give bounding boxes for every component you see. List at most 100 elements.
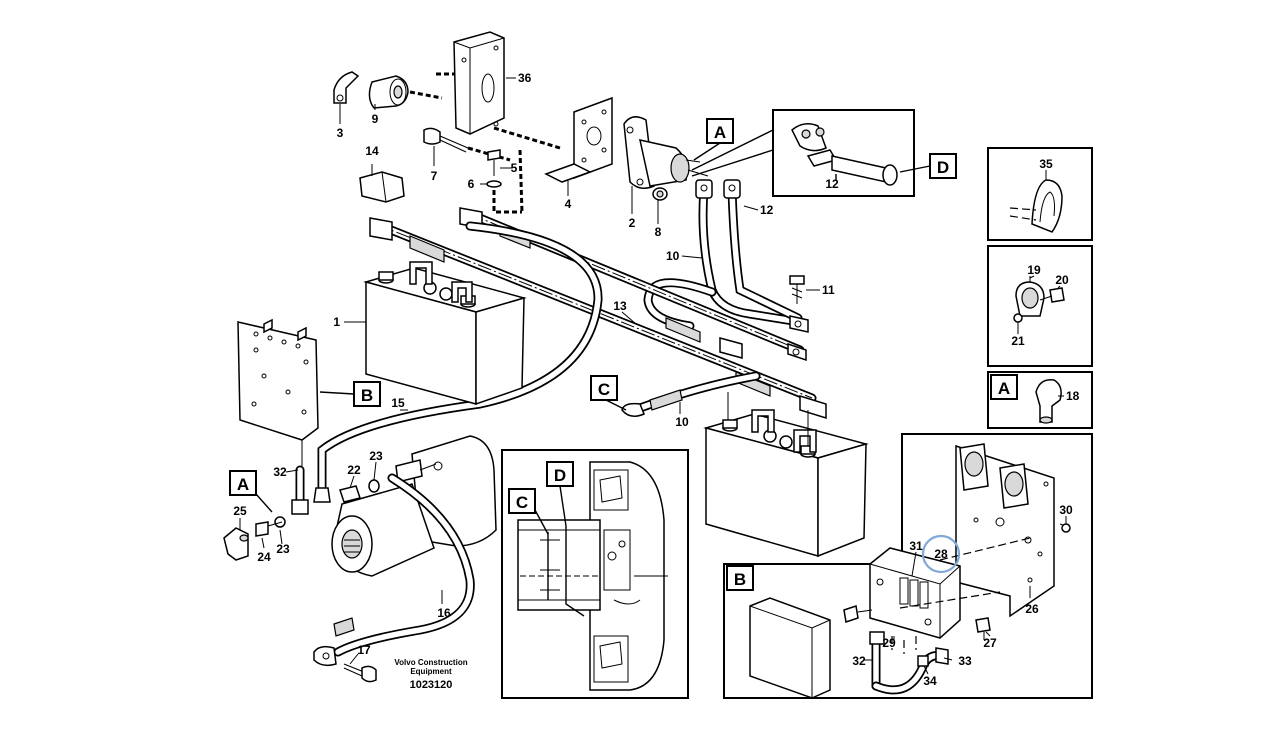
washer-23b bbox=[274, 516, 286, 528]
callout-a-top: A bbox=[693, 118, 734, 161]
label-part-4: 4 bbox=[565, 197, 572, 211]
leader-lines bbox=[239, 104, 1067, 675]
callout-c-cable-label: C bbox=[598, 380, 610, 399]
assembly-line bbox=[493, 126, 561, 150]
battery-relay-2 bbox=[623, 116, 709, 189]
label-part-18: 18 bbox=[1066, 389, 1080, 403]
cable-16 bbox=[313, 473, 475, 667]
label-part-29: 29 bbox=[882, 636, 896, 650]
label-part-23-b: 23 bbox=[276, 542, 290, 556]
label-part-15: 15 bbox=[391, 396, 405, 410]
publisher-line-2: Equipment bbox=[410, 667, 452, 676]
label-part-33: 33 bbox=[958, 654, 972, 668]
inset-parts-19-20-21 bbox=[987, 245, 1093, 367]
assembly-line bbox=[409, 90, 443, 100]
bolt-7 bbox=[423, 127, 469, 153]
label-part-3: 3 bbox=[337, 126, 344, 140]
cable-15 bbox=[313, 221, 603, 503]
label-part-36: 36 bbox=[518, 71, 532, 85]
cap-25 bbox=[223, 527, 249, 561]
label-part-22: 22 bbox=[347, 463, 361, 477]
terminal-sleeve-9 bbox=[368, 75, 409, 109]
inset-part-35 bbox=[987, 147, 1093, 241]
cable-32 bbox=[291, 465, 309, 515]
callout-b-left-label: B bbox=[361, 386, 373, 405]
assembly-line bbox=[518, 149, 524, 213]
callout-c-cable: C bbox=[590, 375, 627, 411]
assembly-line bbox=[492, 190, 522, 214]
callout-d-inset: D bbox=[546, 461, 574, 527]
starter-motor bbox=[331, 435, 497, 577]
label-part-35: 35 bbox=[1039, 157, 1053, 171]
callout-b-left: B bbox=[319, 381, 381, 407]
callout-a-left-label: A bbox=[237, 475, 249, 494]
label-part-11: 11 bbox=[822, 283, 835, 297]
callout-b-inset-label: B bbox=[734, 570, 746, 589]
label-part-23-a: 23 bbox=[369, 449, 383, 463]
cable-clamp-3 bbox=[333, 71, 360, 104]
label-part-12-a: 12 bbox=[760, 203, 774, 217]
callout-c-inset-label: C bbox=[516, 493, 528, 512]
label-part-7: 7 bbox=[431, 169, 438, 183]
label-part-9: 9 bbox=[372, 112, 379, 126]
washer-23 bbox=[368, 479, 380, 493]
nut-8 bbox=[652, 187, 668, 201]
mounting-panel bbox=[237, 318, 319, 470]
label-part-8: 8 bbox=[655, 225, 662, 239]
bolt-11 bbox=[789, 275, 805, 304]
inset-part-18: A bbox=[987, 371, 1093, 429]
bolt-24 bbox=[255, 521, 283, 537]
callout-a-top-label: A bbox=[714, 123, 726, 142]
label-part-13: 13 bbox=[613, 299, 627, 313]
callout-d-top-label: D bbox=[937, 158, 949, 177]
label-part-31: 31 bbox=[909, 539, 923, 553]
highlight-ring-28 bbox=[921, 534, 961, 574]
clip-14 bbox=[359, 171, 405, 203]
bracket-36 bbox=[453, 31, 505, 135]
label-part-10-b: 10 bbox=[675, 415, 689, 429]
label-part-19: 19 bbox=[1027, 263, 1041, 277]
cable-10-relay bbox=[643, 179, 809, 333]
label-part-26: 26 bbox=[1025, 602, 1039, 616]
callout-a-inset-label: A bbox=[998, 379, 1010, 398]
label-part-25: 25 bbox=[233, 504, 247, 518]
battery-1 bbox=[363, 261, 527, 406]
inset-detail-d bbox=[691, 109, 931, 197]
label-part-16: 16 bbox=[437, 606, 451, 620]
bolt-17 bbox=[343, 663, 377, 683]
washer-6 bbox=[486, 180, 502, 188]
cable-10-c bbox=[621, 371, 761, 417]
label-part-27: 27 bbox=[983, 636, 997, 650]
inset-detail-b: B bbox=[723, 433, 1093, 699]
label-part-10-a: 10 bbox=[666, 249, 680, 263]
bolt-5 bbox=[487, 149, 501, 176]
label-part-30: 30 bbox=[1059, 503, 1073, 517]
callout-d-inset-label: D bbox=[554, 466, 566, 485]
label-part-34: 34 bbox=[923, 674, 937, 688]
label-part-1: 1 bbox=[333, 315, 340, 329]
label-part-28: 28 bbox=[934, 547, 948, 561]
battery-2 bbox=[703, 392, 869, 558]
publisher-line-1: Volvo Construction bbox=[394, 658, 467, 667]
part-number-labels: 3 9 36 7 5 6 4 2 8 12 12 10 11 14 13 1 1… bbox=[233, 71, 1079, 688]
assembly-line bbox=[467, 146, 511, 162]
label-part-14: 14 bbox=[365, 144, 379, 158]
callout-d-top: D bbox=[929, 153, 957, 179]
mounting-plate-4 bbox=[544, 96, 613, 183]
label-part-2: 2 bbox=[629, 216, 636, 230]
label-part-12-b: 12 bbox=[825, 177, 839, 191]
inset-machine-overview bbox=[501, 449, 689, 699]
label-part-5: 5 bbox=[511, 161, 518, 175]
callout-c-inset: C bbox=[508, 488, 549, 535]
label-part-17: 17 bbox=[357, 643, 371, 657]
figure-number: 1023120 bbox=[410, 679, 453, 691]
label-part-32-b: 32 bbox=[852, 654, 866, 668]
label-part-24: 24 bbox=[257, 550, 271, 564]
label-part-32-a: 32 bbox=[273, 465, 287, 479]
label-part-20: 20 bbox=[1055, 273, 1069, 287]
label-part-6: 6 bbox=[468, 177, 475, 191]
callout-a-left: A bbox=[229, 470, 273, 513]
label-part-21: 21 bbox=[1011, 334, 1025, 348]
